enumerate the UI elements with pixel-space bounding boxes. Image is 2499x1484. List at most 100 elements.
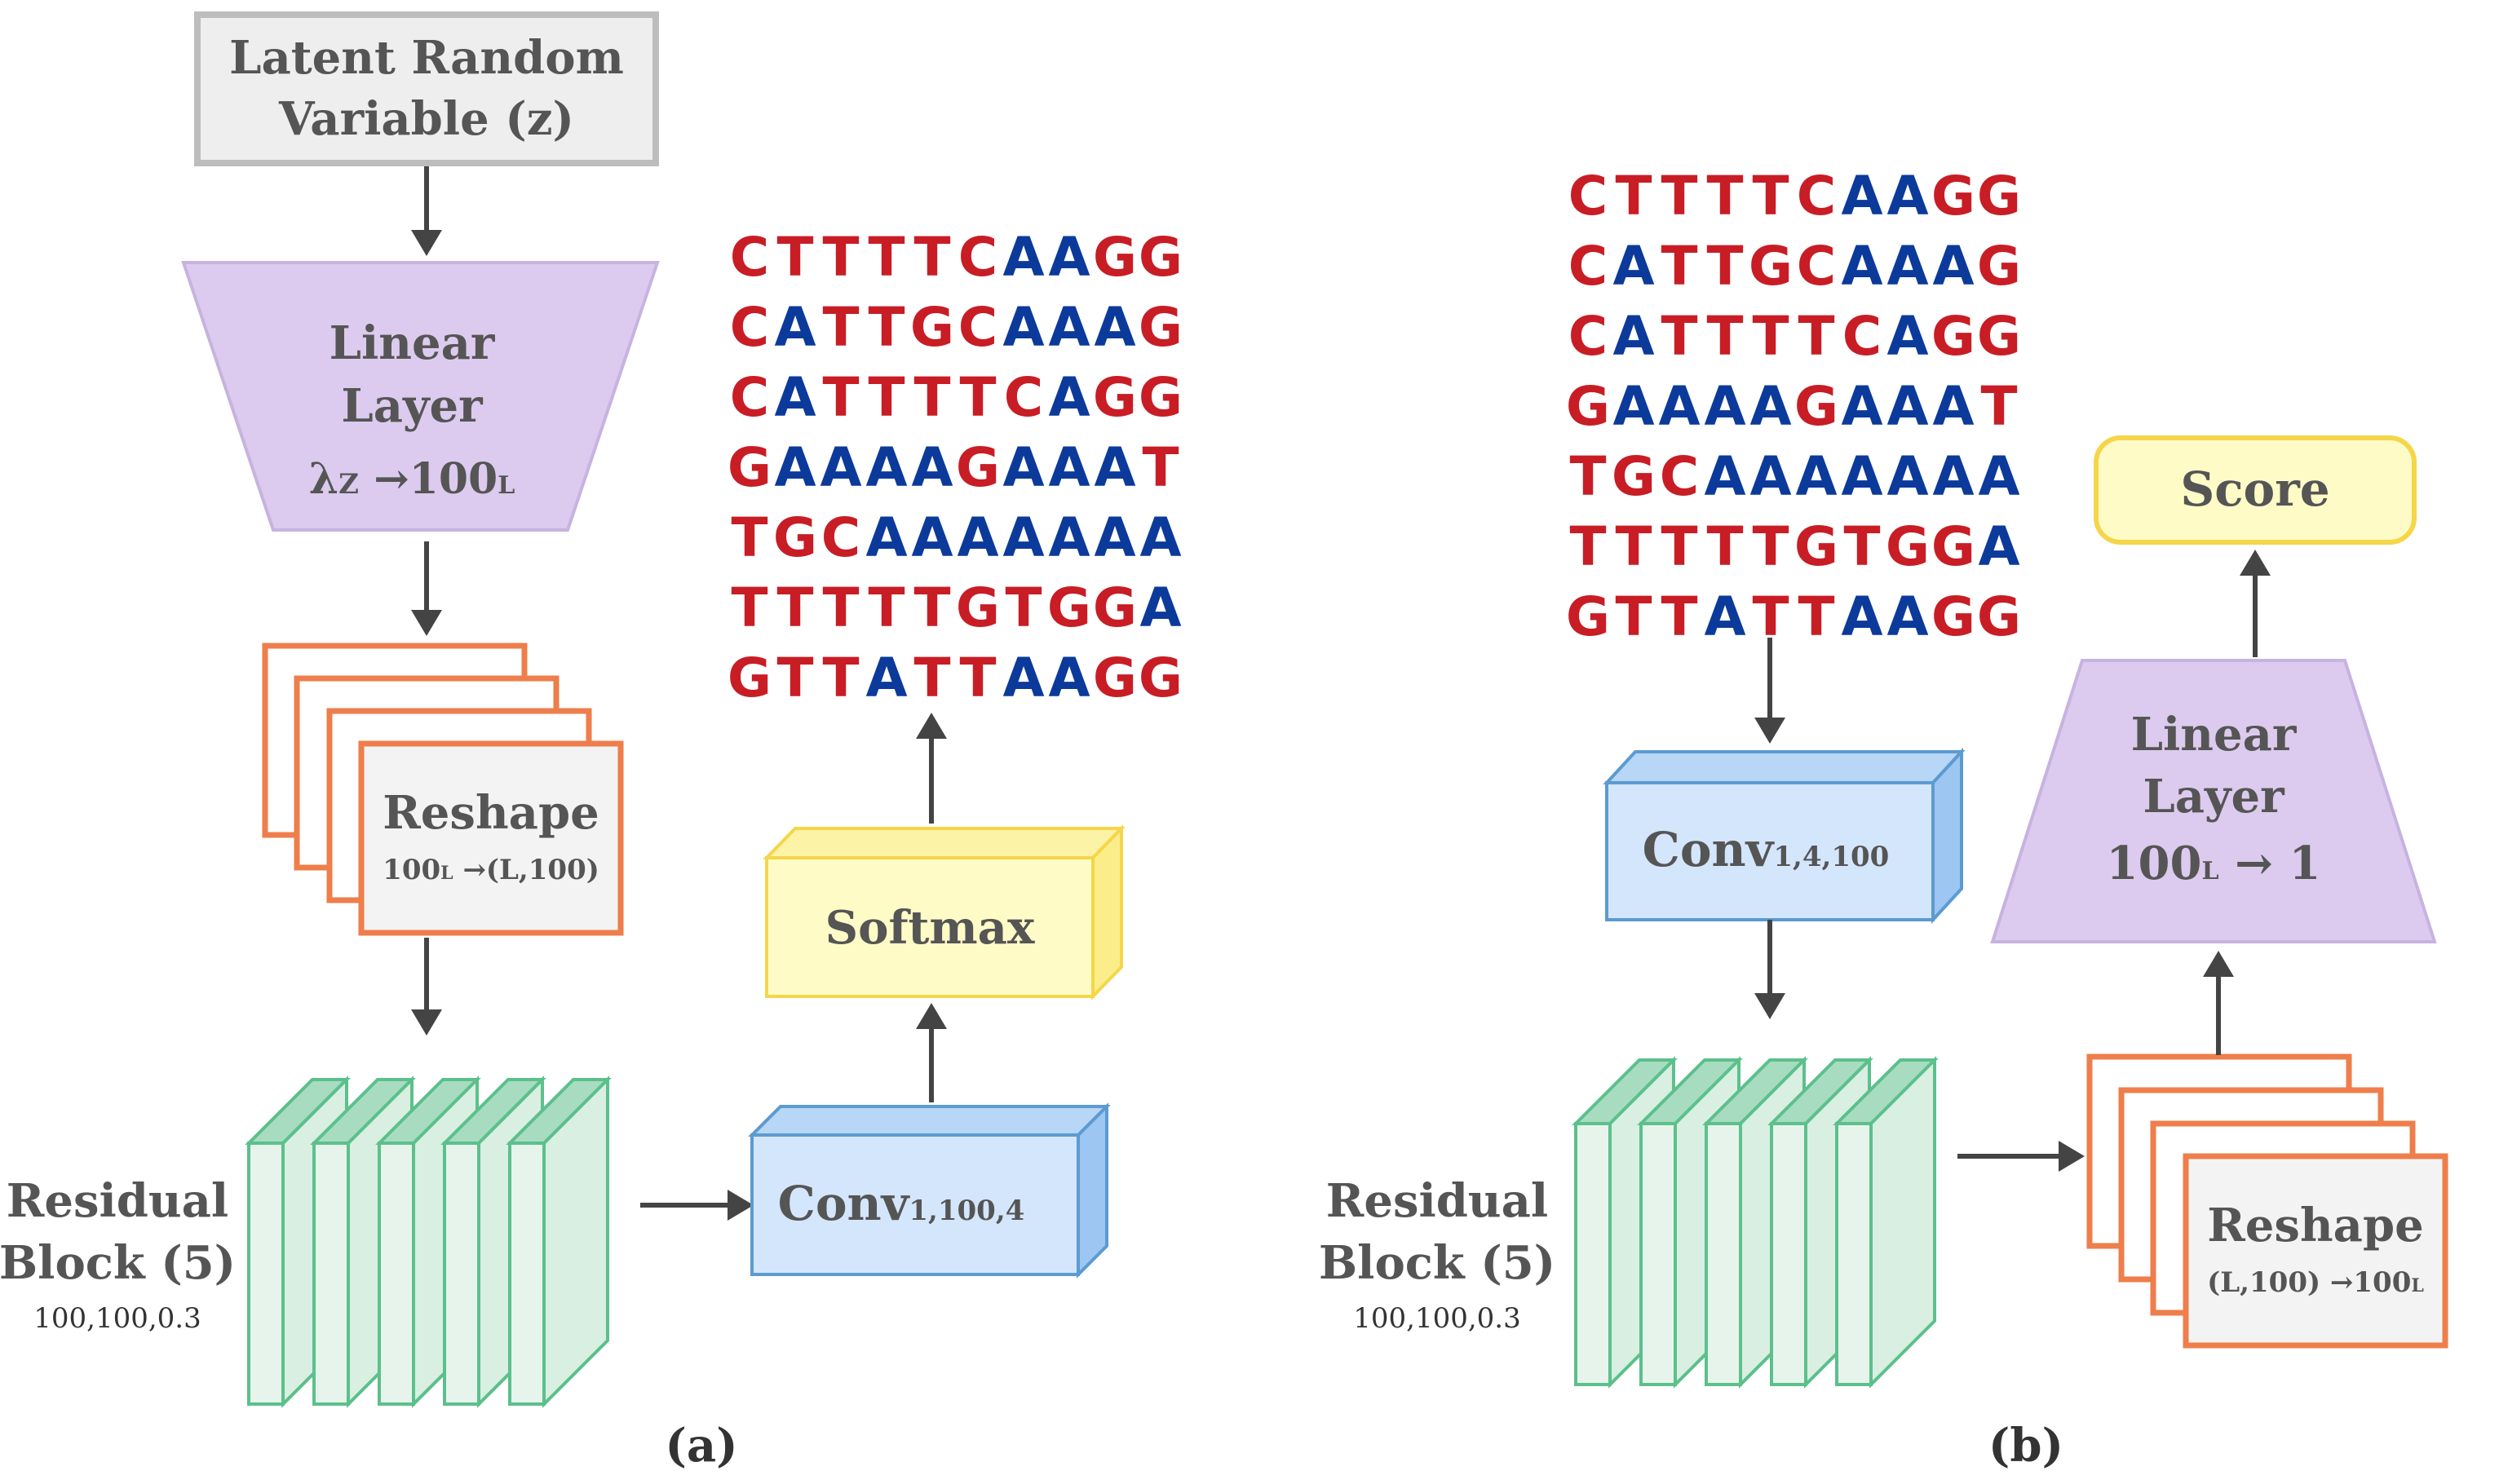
- base-a: A: [1932, 445, 1979, 508]
- residual-blocks-b: [1572, 1056, 1939, 1389]
- panel-a: Latent Random Variable (z) Linear Layer …: [0, 11, 1188, 1473]
- base-g: G: [1977, 305, 2026, 368]
- base-t: T: [1615, 585, 1656, 648]
- base-a: A: [1886, 305, 1933, 368]
- base-a: A: [1048, 436, 1095, 499]
- base-t: T: [822, 366, 864, 429]
- base-a: A: [1886, 585, 1933, 648]
- base-a: A: [1658, 375, 1705, 438]
- base-a: A: [1841, 165, 1887, 227]
- linear-a-line2: Layer: [341, 379, 484, 433]
- base-t: T: [822, 226, 864, 289]
- linear-b-formula: 100L → 1: [2107, 837, 2321, 890]
- base-c: C: [730, 226, 774, 289]
- base-t: T: [1843, 515, 1885, 578]
- arrowhead: [728, 1190, 754, 1221]
- base-t: T: [1798, 305, 1839, 368]
- linear-a-formula: λZ →100L: [309, 454, 515, 504]
- base-g: G: [773, 506, 822, 569]
- reshape-stack-a: Reshape 100L →(L,100): [262, 643, 624, 936]
- arrowhead: [2203, 951, 2234, 977]
- base-t: T: [1615, 165, 1656, 227]
- arrowhead: [2059, 1141, 2085, 1172]
- base-a: A: [1094, 436, 1140, 499]
- base-a: A: [1932, 375, 1979, 438]
- latent-line1: Latent Random: [229, 31, 624, 85]
- residual-a-line1: Residual: [7, 1174, 228, 1228]
- base-g: G: [1047, 576, 1096, 639]
- arrowhead: [1754, 718, 1785, 744]
- base-t: T: [731, 506, 772, 569]
- base-g: G: [728, 436, 776, 499]
- base-a: A: [1048, 506, 1095, 569]
- base-g: G: [910, 296, 959, 359]
- residual-b-line2: Block (5): [1319, 1236, 1555, 1290]
- base-a: A: [1978, 445, 2024, 508]
- linear-layer-a: Linear Layer λZ →100L: [181, 261, 660, 532]
- base-t: T: [1706, 305, 1748, 368]
- base-a: A: [865, 647, 912, 709]
- base-g: G: [1566, 375, 1615, 438]
- base-t: T: [868, 296, 909, 359]
- arrowhead: [916, 713, 947, 739]
- base-t: T: [1661, 585, 1702, 648]
- base-t: T: [913, 366, 955, 429]
- base-t: T: [1005, 576, 1046, 639]
- base-t: T: [868, 226, 909, 289]
- base-g: G: [1139, 226, 1188, 289]
- base-a: A: [1139, 506, 1186, 569]
- base-a: A: [957, 506, 1003, 569]
- base-t: T: [913, 576, 955, 639]
- arrowhead: [411, 610, 442, 636]
- base-a: A: [1841, 445, 1887, 508]
- base-a: A: [1841, 235, 1887, 298]
- base-a: A: [1841, 585, 1887, 648]
- base-a: A: [1704, 445, 1750, 508]
- linear-b-line2: Layer: [2143, 770, 2285, 824]
- base-t: T: [1661, 165, 1702, 227]
- base-t: T: [1661, 235, 1702, 298]
- base-a: A: [911, 506, 958, 569]
- latent-variable-box: Latent Random Variable (z): [194, 11, 659, 166]
- conv-a-label: Conv1,100,4: [778, 1176, 1025, 1231]
- base-t: T: [1661, 515, 1702, 578]
- base-a: A: [1048, 366, 1095, 429]
- base-a: A: [1886, 165, 1933, 227]
- base-t: T: [1752, 515, 1794, 578]
- base-t: T: [1615, 515, 1656, 578]
- residual-a-line2: Block (5): [0, 1236, 236, 1290]
- base-a: A: [1612, 375, 1659, 438]
- linear-layer-b: Linear Layer 100L → 1: [1990, 659, 2437, 943]
- base-t: T: [1569, 515, 1611, 578]
- linear-a-line1: Linear: [330, 316, 496, 370]
- base-t: T: [913, 226, 955, 289]
- score-box: Score: [2094, 435, 2417, 545]
- softmax-box-a: Softmax: [763, 824, 1126, 1000]
- base-g: G: [1093, 366, 1142, 429]
- caption-b: (b): [1988, 1419, 2063, 1473]
- latent-line2: Variable (z): [278, 92, 574, 146]
- base-g: G: [1977, 165, 2026, 227]
- arrowhead: [916, 1003, 947, 1029]
- base-g: G: [1931, 305, 1980, 368]
- base-a: A: [1048, 647, 1095, 709]
- base-t: T: [1798, 585, 1839, 648]
- conv-b-label: Conv1,4,100: [1643, 822, 1890, 877]
- base-g: G: [1093, 226, 1142, 289]
- reshape-a-sub: 100L →(L,100): [383, 854, 599, 886]
- base-t: T: [822, 576, 864, 639]
- base-g: G: [728, 647, 776, 709]
- base-a: A: [1048, 226, 1095, 289]
- residual-b-params: 100,100,0.3: [1353, 1302, 1520, 1335]
- base-a: A: [1002, 296, 1049, 359]
- base-g: G: [1612, 445, 1661, 508]
- residual-a-params: 100,100,0.3: [33, 1302, 201, 1335]
